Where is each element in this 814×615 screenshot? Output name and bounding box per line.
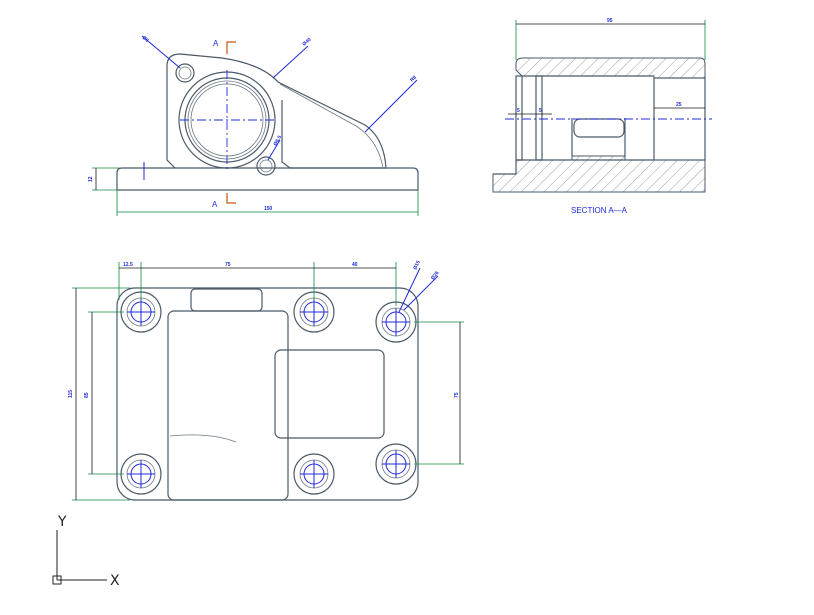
ucs-y-label: Y (57, 514, 67, 530)
front-hole-upper-left (175, 63, 195, 83)
dim-top-left: 12.5 (123, 262, 133, 268)
dim-top-right-span: 75 (454, 392, 460, 398)
dim-top-height-inner: 85 (84, 392, 90, 398)
top-boss-rect (167, 310, 289, 501)
section-flange (493, 160, 517, 175)
top-hole-5-outer (293, 453, 335, 495)
dim-section-wall-b: 5 (539, 108, 542, 114)
leader-top-hole-dia (398, 267, 421, 313)
cut-plane-mark-bottom (226, 193, 236, 204)
top-holes (120, 291, 417, 495)
ucs-icon: Y X (52, 514, 120, 589)
section-wall-a (515, 75, 523, 161)
section-hatch-top (515, 57, 706, 79)
dim-front-bore-dia: Ø40 (301, 37, 312, 48)
top-rib-curve (169, 434, 237, 443)
dim-top-hole-cbore: Ø26 (430, 270, 441, 281)
cut-label-top: A (213, 39, 219, 48)
leader-top-hole-cbore (403, 275, 439, 311)
front-rib-line (279, 83, 384, 169)
dim-front-hole-dia: Ø6 (141, 35, 150, 44)
leader-rib-r (364, 79, 418, 133)
front-view: A A Ø6 Ø40 R8 Ø6.5 12 150 (88, 35, 419, 216)
leader-hole-dia (141, 35, 181, 69)
section-wall-b (535, 75, 543, 161)
front-body-outline (166, 53, 387, 169)
top-left-ext-lines (72, 287, 130, 501)
dim-top-mid: 75 (225, 262, 231, 268)
dim-top-height-total: 115 (68, 390, 74, 398)
top-right-ext-lines (414, 321, 464, 465)
section-title: SECTION A—A (571, 206, 628, 215)
top-view: 12.5 75 40 Ø15 Ø26 115 85 75 (68, 260, 464, 501)
dim-section-width: 95 (607, 18, 613, 24)
dim-front-length: 150 (264, 206, 273, 212)
dim-top-right: 40 (352, 262, 358, 268)
section-hatch-bottom (492, 155, 706, 193)
front-base-plate (116, 167, 419, 191)
dim-section-wall-a: 5 (517, 108, 520, 114)
front-hole-lower-right-inner (259, 159, 273, 173)
dim-front-base-h: 12 (88, 176, 94, 182)
ucs-x-label: X (110, 573, 120, 589)
top-rib-rect (274, 349, 385, 439)
dim-front-small-hole: Ø6.5 (273, 134, 284, 147)
ucs-origin-box (52, 575, 62, 585)
section-view: 95 25 5 5 SECTION A—A (492, 18, 712, 215)
leader-bore-dia (272, 45, 309, 79)
cut-plane-mark-top (226, 41, 236, 54)
dim-section-bore-depth: 25 (676, 102, 682, 108)
top-hole-centerlines (127, 298, 410, 488)
top-ext-lines (118, 262, 397, 306)
front-hole-lower-right (256, 156, 276, 176)
top-boss-tab (190, 288, 263, 312)
front-hole-upper-left-inner (178, 66, 192, 80)
top-outline (116, 287, 419, 501)
dim-top-hole-dia: Ø15 (412, 260, 422, 271)
dim-front-rib-r: R8 (409, 74, 418, 83)
leader-small-hole (267, 139, 281, 161)
section-slot (573, 118, 625, 138)
cut-label-bottom: A (212, 200, 218, 209)
